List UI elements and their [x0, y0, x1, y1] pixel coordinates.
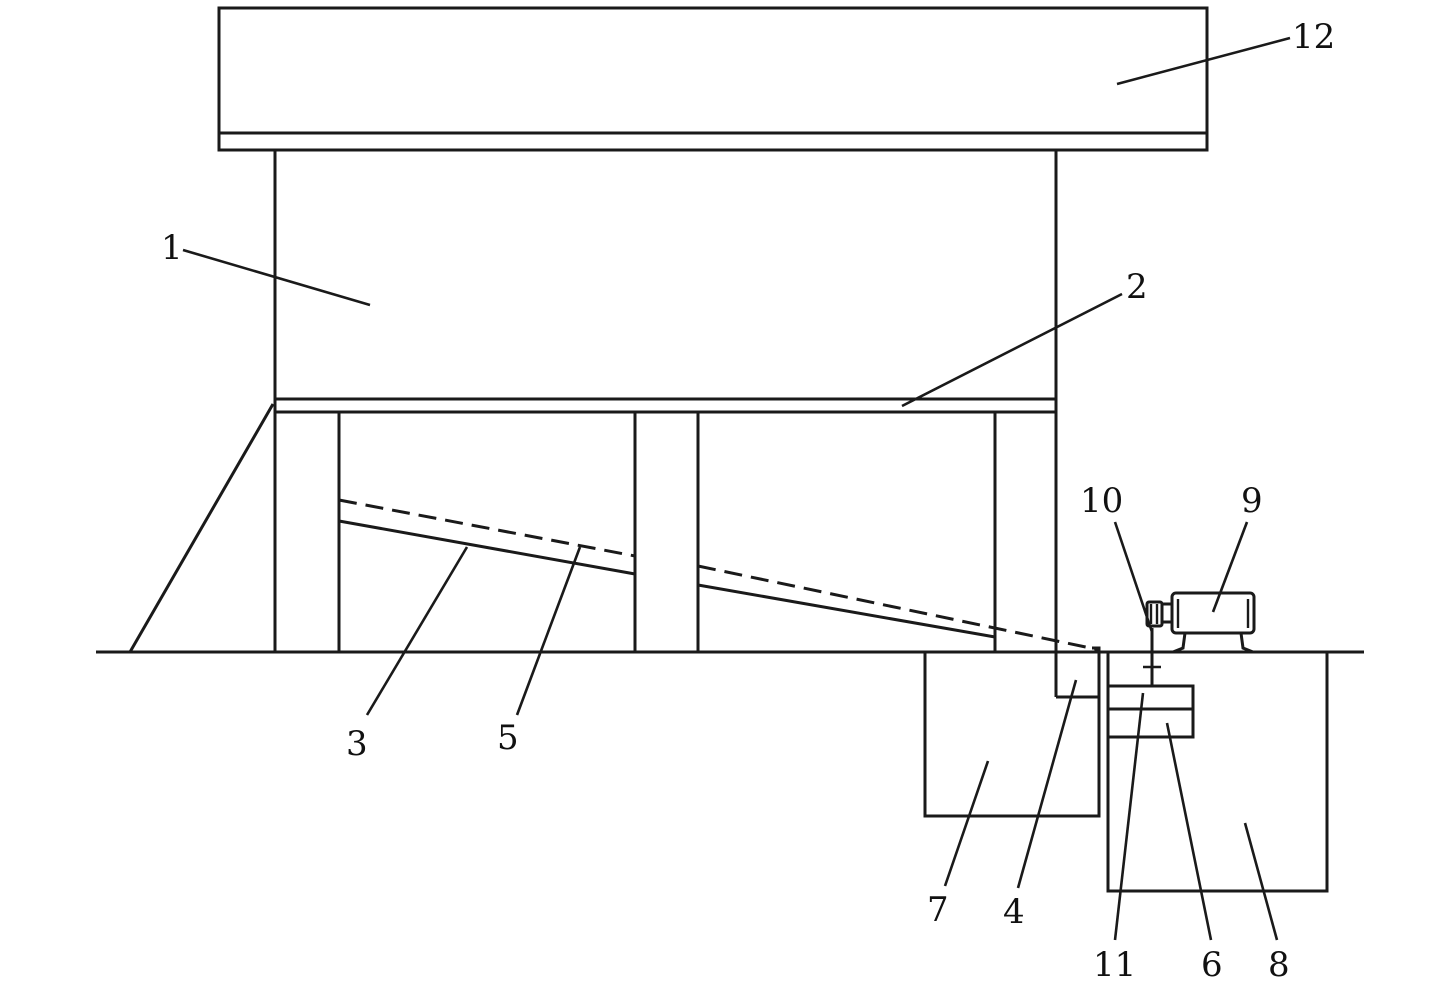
main-chamber [273, 150, 1058, 400]
leader-2 [901, 292, 1123, 408]
leader-5 [515, 546, 582, 716]
callout-12: 12 [1292, 17, 1335, 57]
callout-7: 7 [927, 890, 949, 930]
leader-lines [182, 36, 1291, 941]
callout-3: 3 [346, 724, 368, 764]
callout-4: 4 [1003, 892, 1025, 932]
callout-8: 8 [1268, 945, 1290, 985]
leader-12 [1116, 36, 1291, 86]
callout-5: 5 [497, 718, 519, 758]
callout-1: 1 [161, 228, 183, 268]
motor [1145, 591, 1256, 654]
leader-6 [1165, 722, 1213, 941]
inclined-screen [338, 498, 1101, 652]
support-frame [128, 403, 1058, 697]
support-plate [273, 397, 1058, 414]
top-cover [217, 6, 1209, 152]
leader-11 [1113, 692, 1145, 941]
outlet-pipe [1056, 646, 1101, 699]
collection-tank [923, 652, 1101, 818]
callout-labels: 12 1 2 10 9 3 5 7 4 11 6 8 [161, 17, 1335, 985]
callout-2: 2 [1126, 267, 1148, 307]
callout-11: 11 [1093, 945, 1136, 985]
water-tank [1106, 652, 1329, 893]
filter-blocks [1106, 684, 1195, 739]
callout-6: 6 [1201, 945, 1223, 985]
leader-4 [1016, 679, 1078, 889]
callout-10: 10 [1080, 481, 1123, 521]
inclined-plate [338, 519, 996, 639]
leader-1 [182, 248, 371, 307]
leader-7 [943, 760, 990, 887]
leader-9 [1211, 521, 1249, 613]
leader-3 [365, 546, 469, 716]
leader-8 [1243, 822, 1279, 941]
drive-shaft [1143, 628, 1161, 686]
callout-9: 9 [1241, 481, 1263, 521]
leader-10 [1113, 521, 1154, 633]
